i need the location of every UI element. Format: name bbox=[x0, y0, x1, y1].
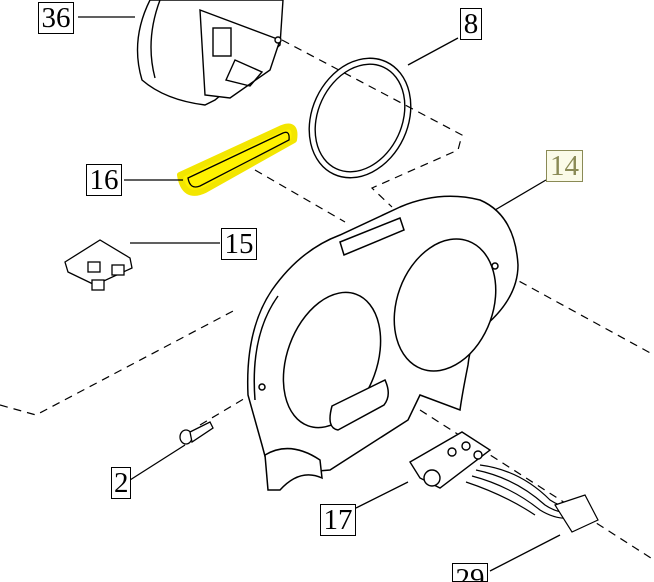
part-17-connector bbox=[409, 431, 492, 489]
callout-2: 2 bbox=[111, 467, 131, 499]
part-29-wire-harness bbox=[465, 464, 599, 533]
callout-15: 15 bbox=[221, 228, 257, 260]
guide-line-right-lower bbox=[419, 409, 654, 561]
callout-17: 17 bbox=[320, 504, 356, 536]
callout-14: 14 bbox=[546, 150, 583, 182]
part-16-highlight bbox=[177, 123, 298, 196]
part-36-gauge-housing bbox=[136, 0, 284, 106]
callout-16: 16 bbox=[86, 164, 122, 196]
leader-14 bbox=[494, 179, 547, 211]
part-16-lens-slot bbox=[177, 123, 298, 196]
leader-lines bbox=[78, 16, 561, 572]
part-2-pin bbox=[179, 421, 214, 445]
callout-8: 8 bbox=[460, 8, 482, 40]
guide-line-gauge-housing bbox=[281, 39, 463, 208]
leader-2 bbox=[129, 444, 186, 481]
leader-29 bbox=[489, 534, 561, 572]
part-15-clip bbox=[64, 239, 133, 291]
callout-36: 36 bbox=[38, 2, 74, 34]
guide-line-left bbox=[0, 309, 236, 416]
leader-17 bbox=[355, 481, 409, 509]
guide-line-lens-slot bbox=[254, 169, 346, 223]
part-8-seal-ring bbox=[308, 57, 412, 179]
callout-29: 29 bbox=[452, 563, 488, 582]
guide-line-right-upper bbox=[494, 267, 654, 356]
leader-8 bbox=[407, 37, 459, 66]
part-14-gauge-bezel bbox=[246, 195, 519, 491]
